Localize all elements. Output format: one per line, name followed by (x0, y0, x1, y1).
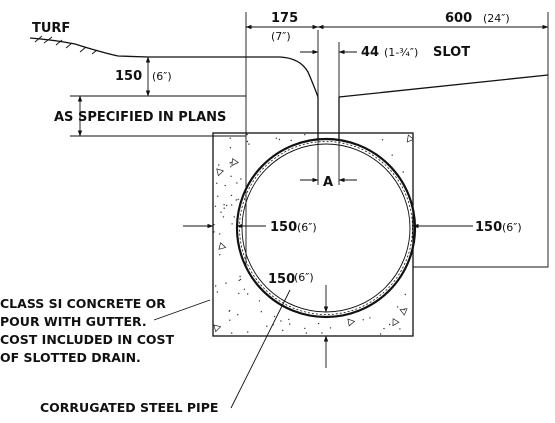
dim-600: 600 (445, 11, 472, 26)
dim-150-top: 150 (115, 69, 142, 84)
ground-surface (29, 35, 549, 268)
dim-44: 44 (361, 45, 379, 60)
slot-throat (317, 97, 340, 141)
as-specified-label: AS SPECIFIED IN PLANS (54, 110, 226, 125)
concrete-note-line-3: COST INCLUDED IN COST (0, 332, 175, 347)
dim-150-top-inches: (6″) (152, 70, 172, 83)
dim-150-bottom-inches: (6″) (294, 271, 314, 284)
concrete-note-line-2: POUR WITH GUTTER. (0, 314, 147, 329)
dimension-lines (70, 12, 549, 409)
dim-a: A (323, 175, 333, 190)
dim-150-bottom: 150 (268, 272, 295, 287)
dim-175-inches: (7″) (271, 30, 291, 43)
dim-150-left: 150 (270, 220, 297, 235)
concrete-stipple (213, 133, 413, 335)
pipe-note: CORRUGATED STEEL PIPE (40, 400, 218, 415)
concrete-note: CLASS SI CONCRETE OR POUR WITH GUTTER. C… (0, 296, 175, 365)
slot-label: SLOT (433, 45, 470, 60)
concrete-note-line-1: CLASS SI CONCRETE OR (0, 296, 166, 311)
dim-150-right: 150 (475, 220, 502, 235)
dim-175: 175 (271, 11, 298, 26)
turf-label: TURF (32, 21, 70, 36)
concrete-encasement (212, 132, 414, 337)
dim-150-left-inches: (6″) (297, 221, 317, 234)
dim-44-inches: (1-¾″) (384, 46, 418, 59)
dim-600-inches: (24″) (483, 12, 510, 25)
concrete-note-line-4: OF SLOTTED DRAIN. (0, 350, 141, 365)
dim-150-right-inches: (6″) (502, 221, 522, 234)
